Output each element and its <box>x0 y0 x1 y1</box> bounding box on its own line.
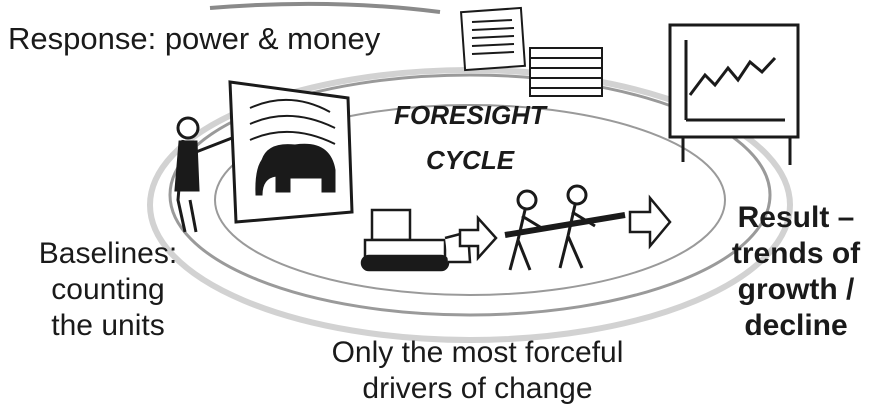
arrow-right-icon <box>458 194 672 262</box>
result-line-3: growth / <box>737 273 855 306</box>
drivers-line-1: Only the most forceful <box>331 336 624 369</box>
baselines-line-1: Baselines: <box>38 237 178 270</box>
result-line-4: decline <box>744 309 848 342</box>
drivers-label: Only the most forceful drivers of change <box>290 335 665 407</box>
result-line-2: trends of <box>731 237 861 270</box>
cycle-title: FORESIGHT CYCLE <box>370 100 570 176</box>
cycle-title-line-2: CYCLE <box>425 145 515 176</box>
people-carrying-icon <box>504 184 626 271</box>
baselines-line-2: counting <box>51 273 165 306</box>
baselines-label: Baselines: counting the units <box>18 236 198 344</box>
documents-icon <box>459 6 603 97</box>
elephant-board-icon <box>228 80 354 224</box>
bulldozer-icon <box>360 208 472 272</box>
result-label: Result – trends of growth / decline <box>726 200 866 344</box>
drivers-line-2: drivers of change <box>362 372 593 405</box>
result-line-1: Result – <box>737 201 855 234</box>
presenter-figure-icon <box>174 116 233 233</box>
cycle-title-line-1: FORESIGHT <box>394 100 546 130</box>
response-label: Response: power & money <box>8 21 381 56</box>
baselines-line-3: the units <box>51 309 165 342</box>
trend-chart-icon <box>668 23 800 165</box>
